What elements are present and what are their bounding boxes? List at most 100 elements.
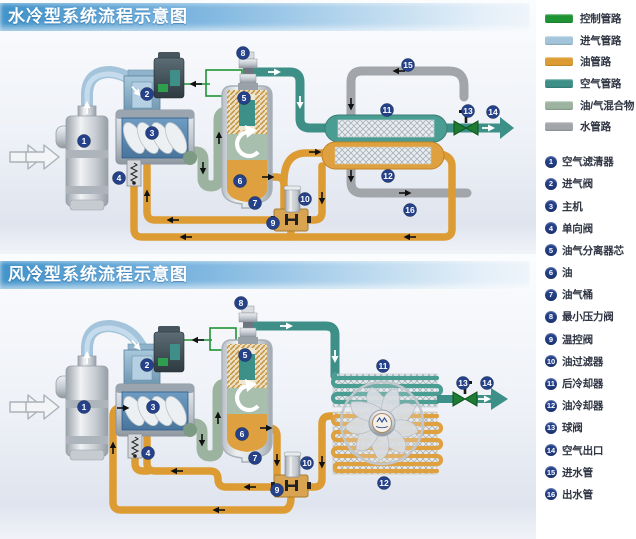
svg-text:13: 13 bbox=[458, 378, 468, 388]
component-badge: 12 bbox=[381, 169, 395, 183]
component-badge: 2 bbox=[140, 358, 154, 372]
legend-item-label: 球阀 bbox=[562, 422, 583, 435]
component-badge: 1 bbox=[77, 400, 91, 414]
pipe-type-row: 进气管路 bbox=[545, 30, 636, 52]
legend-item: 13 球阀 bbox=[545, 417, 636, 439]
oil-gas-mixture-pipe bbox=[177, 378, 238, 462]
legend-item-label: 进气阀 bbox=[562, 178, 593, 191]
cooling-fan bbox=[339, 380, 425, 466]
svg-text:1: 1 bbox=[82, 136, 87, 146]
component-badge: 1 bbox=[77, 134, 91, 148]
intake-pipe-highlight bbox=[84, 325, 140, 373]
legend-item-label: 温控阀 bbox=[562, 333, 593, 346]
legend-item-label: 油冷却器 bbox=[562, 400, 604, 413]
legend-item-badge: 5 bbox=[545, 244, 557, 257]
component-badge: 2 bbox=[140, 87, 154, 101]
component-badge: 5 bbox=[238, 348, 252, 362]
air-outlet-arrow bbox=[500, 117, 514, 139]
svg-text:10: 10 bbox=[300, 194, 310, 204]
oil-filter bbox=[283, 451, 302, 478]
legend-item: 15 进水管 bbox=[545, 461, 636, 483]
oil-pipe-mid-return bbox=[143, 158, 278, 224]
pipe-color-swatch bbox=[545, 100, 573, 110]
component-badge: 14 bbox=[480, 376, 494, 390]
svg-text:14: 14 bbox=[488, 107, 498, 117]
legend-item: 8 最小压力阀 bbox=[545, 306, 636, 328]
component-badge: 6 bbox=[233, 174, 247, 188]
svg-text:12: 12 bbox=[383, 171, 393, 181]
minimum-pressure-valve bbox=[238, 305, 258, 344]
aftercooler bbox=[324, 114, 448, 143]
svg-text:6: 6 bbox=[238, 176, 243, 186]
legend-item-badge: 15 bbox=[545, 466, 557, 479]
oil-pipe-bottom-return bbox=[130, 150, 456, 241]
legend-item: 10 油过滤器 bbox=[545, 350, 636, 372]
legend-item-label: 油过滤器 bbox=[562, 355, 604, 368]
pipe-type-row: 水管路 bbox=[545, 116, 636, 138]
pipe-type-label: 控制管路 bbox=[580, 13, 622, 26]
svg-text:9: 9 bbox=[275, 485, 280, 495]
tank-oil bbox=[227, 160, 267, 202]
component-badge: 3 bbox=[146, 400, 160, 414]
pipe-color-swatch bbox=[545, 57, 573, 67]
component-badge: 11 bbox=[376, 359, 390, 373]
component-badge: 6 bbox=[235, 427, 249, 441]
legend-item-label: 油 bbox=[562, 267, 573, 280]
discharge-port bbox=[183, 151, 197, 165]
legend-item-badge: 14 bbox=[545, 444, 557, 457]
legend-item-label: 空气出口 bbox=[562, 444, 604, 457]
pipe-color-swatch bbox=[545, 122, 573, 132]
swirl-arrow bbox=[234, 383, 260, 412]
air-cooled-title: 风冷型系统流程示意图 bbox=[0, 261, 530, 289]
tank-air-space bbox=[227, 134, 267, 164]
component-badge: 4 bbox=[141, 446, 155, 460]
svg-text:4: 4 bbox=[117, 173, 122, 183]
svg-text:5: 5 bbox=[242, 93, 247, 103]
legend-item-badge: 13 bbox=[545, 421, 557, 434]
component-badge: 10 bbox=[300, 456, 314, 470]
oil-pipe-cooler-to-valve bbox=[304, 412, 341, 491]
svg-text:8: 8 bbox=[239, 298, 244, 308]
legend-item-badge: 8 bbox=[545, 310, 557, 323]
legend-item-label: 进水管 bbox=[562, 466, 593, 479]
aftercooler bbox=[330, 371, 444, 408]
air-inlet-arrows bbox=[9, 144, 60, 170]
legend-item-badge: 12 bbox=[545, 399, 557, 412]
air-pipe-to-cooler bbox=[249, 321, 340, 381]
legend-item-label: 空气滤清器 bbox=[562, 156, 614, 169]
svg-text:2: 2 bbox=[145, 89, 150, 99]
component-badge: 13 bbox=[456, 376, 470, 390]
pipe-color-swatch bbox=[545, 14, 573, 24]
legend-item-badge: 4 bbox=[545, 222, 557, 235]
component-badge: 14 bbox=[486, 105, 500, 119]
svg-text:2: 2 bbox=[145, 360, 150, 370]
legend-item-badge: 2 bbox=[545, 177, 557, 190]
oil-gas-mixture-pipe bbox=[179, 106, 238, 192]
component-badge: 8 bbox=[236, 46, 250, 60]
component-badge: 15 bbox=[401, 58, 415, 72]
legend-item-badge: 11 bbox=[545, 377, 557, 390]
component-badge: 11 bbox=[380, 103, 394, 117]
swirl-arrow bbox=[234, 129, 260, 158]
svg-text:7: 7 bbox=[253, 198, 258, 208]
pipe-type-label: 空气管路 bbox=[580, 78, 622, 91]
pipe-color-swatch bbox=[545, 79, 573, 89]
legend-item-badge: 10 bbox=[545, 355, 557, 368]
air-outlet-arrow bbox=[491, 388, 508, 410]
legend-item-label: 最小压力阀 bbox=[562, 311, 614, 324]
svg-text:8: 8 bbox=[241, 48, 246, 58]
svg-text:16: 16 bbox=[405, 205, 415, 215]
svg-text:15: 15 bbox=[403, 60, 413, 70]
svg-text:5: 5 bbox=[243, 350, 248, 360]
pipe-type-label: 油/气混合物 bbox=[580, 99, 635, 112]
component-badge: 7 bbox=[248, 196, 262, 210]
